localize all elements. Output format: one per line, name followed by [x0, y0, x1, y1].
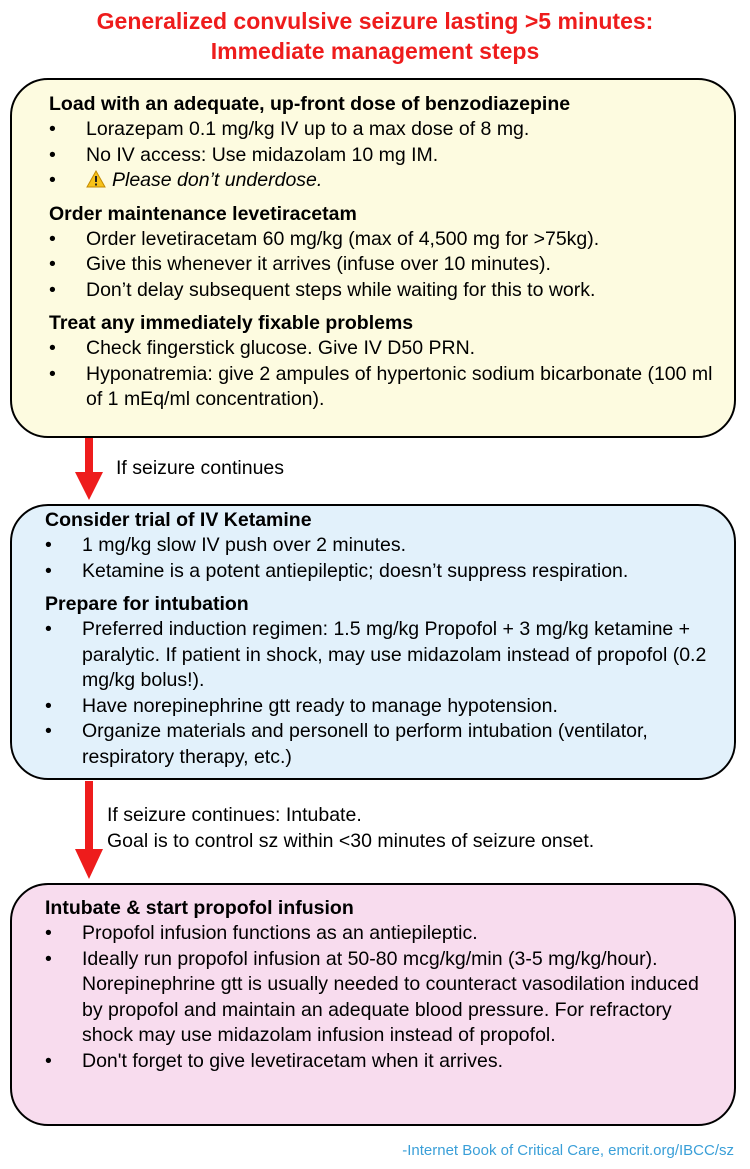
list-item: Hyponatremia: give 2 ampules of hyperton…	[49, 362, 714, 413]
section-heading: Order maintenance levetiracetam	[49, 202, 357, 225]
list-item: Ideally run propofol infusion at 50-80 m…	[45, 947, 714, 1049]
title-line-2: Immediate management steps	[210, 38, 540, 64]
arrow-2-label-line-1: If seizure continues: Intubate.	[107, 804, 362, 826]
list-item: No IV access: Use midazolam 10 mg IM.	[49, 143, 714, 169]
section-heading: Prepare for intubation	[45, 593, 249, 615]
section-heading: Intubate & start propofol infusion	[45, 897, 354, 919]
bullet-list: Lorazepam 0.1 mg/kg IV up to a max dose …	[49, 117, 714, 194]
intubation-prep-section: Prepare for intubation Preferred inducti…	[45, 592, 714, 770]
section-heading: Consider trial of IV Ketamine	[45, 509, 312, 531]
section-heading: Treat any immediately fixable problems	[49, 312, 414, 334]
step-3-box: Intubate & start propofol infusion Propo…	[10, 883, 736, 1126]
propofol-section: Intubate & start propofol infusion Propo…	[45, 896, 714, 1074]
bullet-list: 1 mg/kg slow IV push over 2 minutes. Ket…	[45, 533, 714, 584]
list-item: Propofol infusion functions as an antiep…	[45, 921, 714, 947]
ketamine-section: Consider trial of IV Ketamine 1 mg/kg sl…	[45, 508, 714, 584]
list-item: Lorazepam 0.1 mg/kg IV up to a max dose …	[49, 117, 714, 143]
list-item: Organize materials and personell to perf…	[45, 719, 714, 770]
warning-triangle-icon	[86, 170, 106, 188]
list-item-warning: Please don’t underdose.	[49, 168, 714, 194]
list-item: Don’t delay subsequent steps while waiti…	[49, 278, 714, 304]
title-line-1: Generalized convulsive seizure lasting >…	[96, 8, 654, 34]
list-item: Preferred induction regimen: 1.5 mg/kg P…	[45, 617, 714, 694]
arrow-2-label-line-2: Goal is to control sz within <30 minutes…	[107, 830, 595, 852]
warning-text: Please don’t underdose.	[112, 169, 323, 191]
benzodiazepine-section: Load with an adequate, up-front dose of …	[49, 92, 714, 194]
list-item: Give this whenever it arrives (infuse ov…	[49, 252, 714, 278]
step-1-box: Load with an adequate, up-front dose of …	[10, 78, 736, 438]
source-credit: -Internet Book of Critical Care, emcrit.…	[402, 1142, 734, 1159]
list-item: Have norepinephrine gtt ready to manage …	[45, 694, 714, 720]
bullet-list: Propofol infusion functions as an antiep…	[45, 921, 714, 1074]
step-2-box: Consider trial of IV Ketamine 1 mg/kg sl…	[10, 504, 736, 780]
down-arrow-icon	[75, 438, 103, 500]
page-title: Generalized convulsive seizure lasting >…	[0, 6, 750, 66]
section-heading: Load with an adequate, up-front dose of …	[49, 93, 571, 115]
down-arrow-icon	[75, 781, 103, 879]
list-item: Order levetiracetam 60 mg/kg (max of 4,5…	[49, 227, 714, 253]
arrow-1-label: If seizure continues	[116, 457, 285, 479]
arrow-2-label: If seizure continues: Intubate. Goal is …	[107, 802, 594, 854]
bullet-list: Check fingerstick glucose. Give IV D50 P…	[49, 336, 714, 413]
list-item: Ketamine is a potent antiepileptic; does…	[45, 559, 714, 585]
list-item: Check fingerstick glucose. Give IV D50 P…	[49, 336, 714, 362]
levetiracetam-section: Order maintenance levetiracetam Order le…	[49, 202, 714, 304]
list-item: 1 mg/kg slow IV push over 2 minutes.	[45, 533, 714, 559]
list-item: Don't forget to give levetiracetam when …	[45, 1049, 714, 1075]
bullet-list: Order levetiracetam 60 mg/kg (max of 4,5…	[49, 227, 714, 304]
bullet-list: Preferred induction regimen: 1.5 mg/kg P…	[45, 617, 714, 770]
fixable-problems-section: Treat any immediately fixable problems C…	[49, 311, 714, 413]
